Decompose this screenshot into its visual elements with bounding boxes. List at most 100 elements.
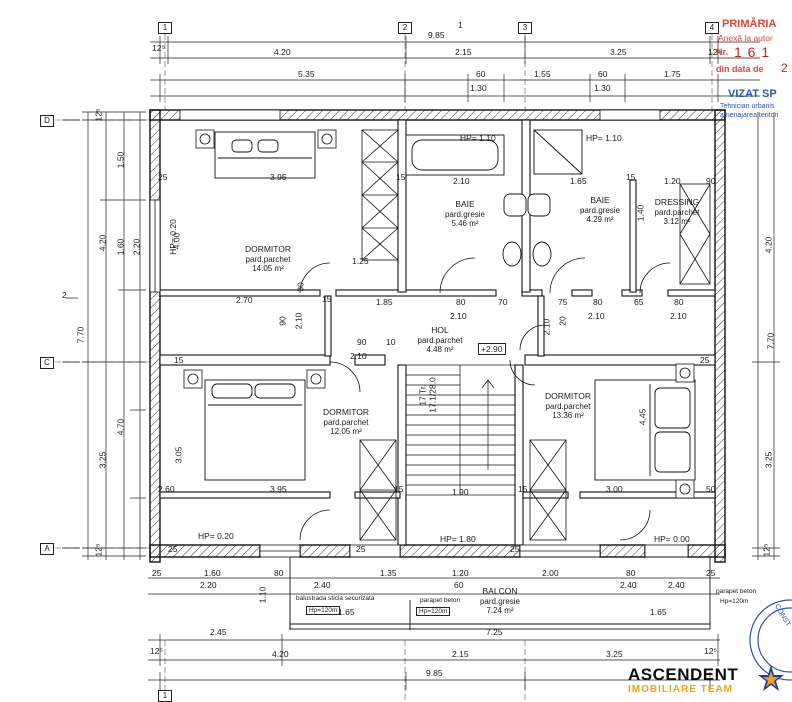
stair-label-2: 17.1/28.0 [427, 377, 438, 413]
logo-name: ASCENDENT [628, 665, 739, 684]
top-total: 9.85 [428, 30, 445, 40]
dim: 1.25 [352, 256, 369, 266]
dim: 25 [356, 544, 366, 554]
right-dim: 12⁵ [761, 543, 772, 557]
grid-col-1-bottom: 1 [158, 690, 172, 702]
room-name: DORMITOR [322, 407, 370, 417]
bottom-dim: 2.40 [314, 580, 331, 590]
dim: 90 [277, 316, 288, 326]
dim: 80 [674, 297, 684, 307]
room-name: BAIE [590, 195, 610, 205]
top-dim: 1.30 [470, 83, 487, 93]
top-dim: 1.75 [664, 69, 681, 79]
logo-tagline: IMOBILIARE TEAM [628, 684, 733, 695]
dim: 3.95 [270, 172, 287, 182]
right-dimensions [752, 112, 780, 560]
stamp-number: 1 6 1 [734, 44, 771, 60]
hp-label: HP= 1.10 [586, 133, 622, 143]
top-dim: 12⁵ [152, 43, 165, 53]
dim: 75 [558, 297, 568, 307]
bottom-dim: 3.25 [606, 649, 623, 659]
stamp-vizat: VIZAT SP [728, 88, 777, 100]
dim: 25 [510, 544, 520, 554]
dim: 2.60 [158, 484, 175, 494]
room-floor: pard.parchet [545, 401, 591, 411]
room-name: DRESSING [654, 197, 700, 207]
left-dim: 12⁵ [93, 543, 104, 557]
bottom-dim: 12⁵ [150, 646, 163, 656]
dim: 30 [295, 282, 306, 292]
left-dim: 3.05 [173, 446, 184, 464]
bottom-dim: 25 [706, 568, 716, 578]
dim: 2.10 [670, 311, 687, 321]
grid-row-d: D [40, 115, 54, 127]
wardrobes [359, 129, 711, 541]
brand-logo: ASCENDENT IMOBILIARE TEAM [625, 663, 785, 697]
balcony [289, 556, 711, 630]
top-dim: 3.25 [610, 47, 627, 57]
parapet-note: parapet beton [420, 597, 461, 604]
bottom-dim: 1.35 [380, 568, 397, 578]
dim: 25 [168, 544, 178, 554]
dim: 20 [557, 316, 568, 326]
dim: 25 [158, 172, 168, 182]
bottom-dim: 60 [454, 580, 464, 590]
left-dim: 12⁵ [93, 108, 104, 122]
room-floor: pard.parchet [417, 335, 463, 345]
top-dim: 1.30 [594, 83, 611, 93]
right-dim: 4.45 [637, 408, 648, 426]
dim: 65 [634, 297, 644, 307]
room-name: HOL [431, 325, 449, 335]
left-dimensions [82, 111, 146, 560]
balustrade-note: balustrada sticla securizata [296, 595, 375, 602]
dim: 80 [456, 297, 466, 307]
beds [204, 131, 696, 481]
room-baie-1: BAIE pard.gresie 5.46 m² [425, 199, 505, 228]
bottom-dimensions [148, 577, 720, 690]
dim: 1.20 [664, 176, 681, 186]
stamp-line: Tehnician urbanis [720, 103, 775, 110]
stair-label: 17 Tr. [417, 384, 428, 406]
top-dimensions [150, 36, 760, 102]
grid-col-1: 1 [158, 22, 172, 34]
dim: 50 [706, 484, 716, 494]
room-balcon: BALCON pard.gresie 7.24 m² [460, 586, 540, 615]
dim: 15 [396, 172, 406, 182]
dim: 15 [322, 294, 332, 304]
bottom-dim: 1.20 [452, 568, 469, 578]
left-dim: 4.70 [115, 418, 126, 436]
level-marker: +2.90 [478, 343, 506, 355]
bottom-dim: 80 [626, 568, 636, 578]
hp-label: HP= 0.20 [198, 531, 234, 541]
room-name: DORMITOR [244, 244, 292, 254]
dim: 1.65 [570, 176, 587, 186]
parapet-note-right: parapet beton [716, 588, 757, 595]
bottom-dim: 7.25 [486, 627, 503, 637]
left-dim: 1.50 [115, 151, 126, 169]
dim: 2.10 [350, 351, 367, 361]
room-area: 7.24 m² [486, 605, 514, 615]
bottom-dim: 1.65 [650, 607, 667, 617]
room-baie-2: BAIE pard.gresie 4.29 m² [560, 195, 640, 224]
parapet-height: Hp=120m [416, 607, 451, 616]
bottom-dim: 2.45 [210, 627, 227, 637]
room-floor: pard.gresie [479, 596, 521, 606]
left-dim: 2.20 [131, 238, 142, 256]
grid-col-4: 4 [705, 22, 719, 34]
grid-row-c: C [40, 357, 54, 369]
nightstands [183, 129, 695, 499]
room-dormitor-3: DORMITOR pard.parchet 13.36 m² [528, 391, 608, 420]
dim: 3.95 [270, 484, 287, 494]
dim: 2.10 [541, 318, 552, 336]
dim: 2.10 [453, 176, 470, 186]
right-dim: 7.70 [765, 332, 776, 350]
dim: 15 [518, 484, 528, 494]
dim: 2.70 [236, 295, 253, 305]
dim: 90 [357, 337, 367, 347]
bottom-side-dim: 1.10 [257, 586, 268, 604]
room-name: BALCON [482, 586, 518, 596]
top-dim: 12⁵ [708, 47, 721, 57]
bottom-dim: 1.65 [338, 607, 355, 617]
dim: 3.00 [606, 484, 623, 494]
